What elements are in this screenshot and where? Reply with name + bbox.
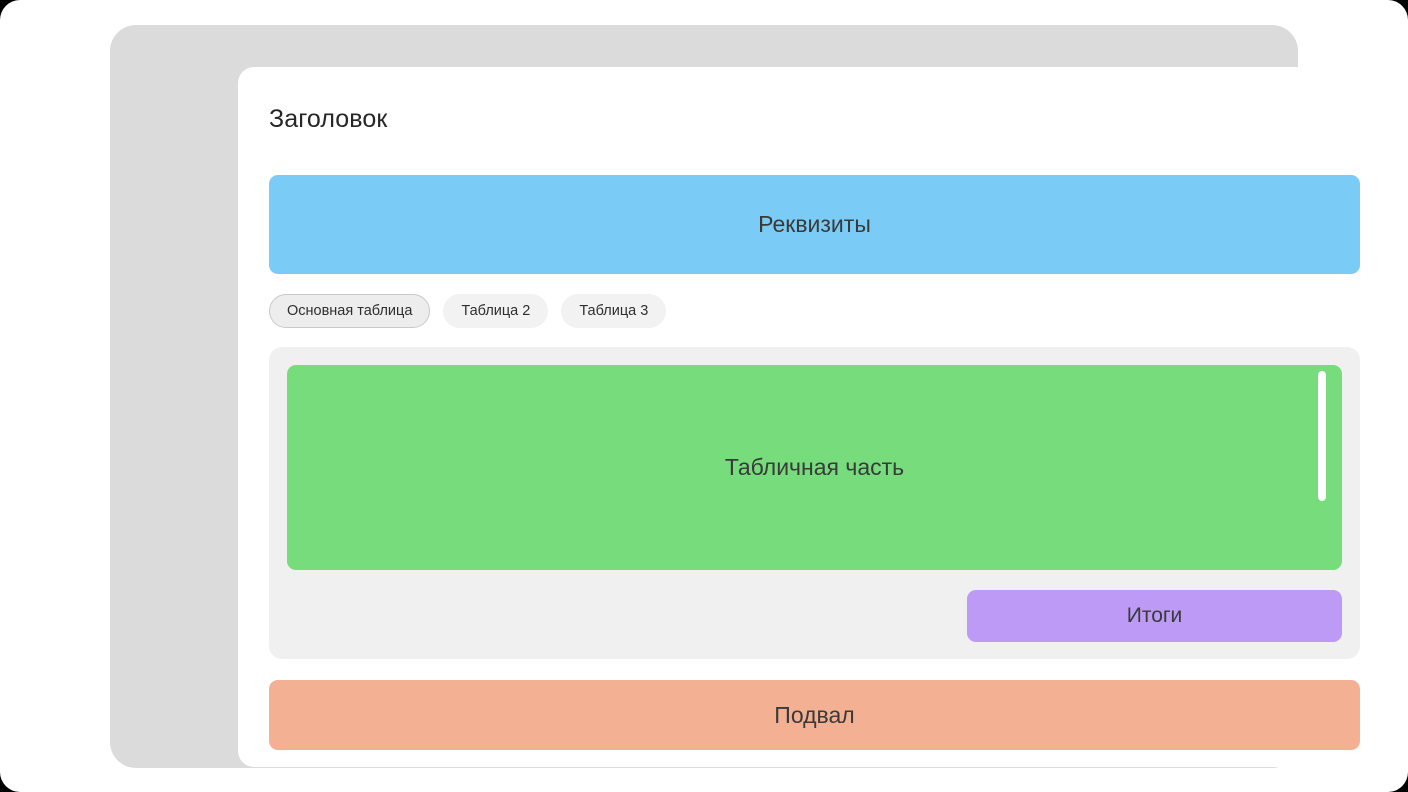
tab-strip: Основная таблица Таблица 2 Таблица 3 (269, 294, 667, 328)
tab-main-table-label: Основная таблица (287, 303, 413, 319)
table-section: Табличная часть Итоги (269, 347, 1360, 659)
totals-button-label: Итоги (1126, 604, 1183, 627)
footer-section[interactable]: Подвал (269, 680, 1360, 750)
tab-table-2-label: Таблица 2 (461, 303, 531, 319)
tab-table-2[interactable]: Таблица 2 (443, 294, 549, 328)
tab-table-3[interactable]: Таблица 3 (561, 294, 667, 328)
vertical-scrollbar-thumb[interactable] (1318, 371, 1326, 501)
requisites-label: Реквизиты (758, 211, 871, 237)
totals-button[interactable]: Итоги (967, 590, 1342, 642)
footer-label: Подвал (774, 701, 855, 728)
vertical-scrollbar[interactable] (1318, 365, 1326, 570)
tab-main-table[interactable]: Основная таблица (269, 294, 431, 328)
window-frame: Заголовок Реквизиты Основная таблица Таб… (110, 25, 1390, 768)
requisites-section[interactable]: Реквизиты (269, 175, 1360, 274)
tabular-part-label: Табличная часть (724, 454, 905, 480)
tab-table-3-label: Таблица 3 (579, 303, 649, 319)
form-card: Заголовок Реквизиты Основная таблица Таб… (238, 67, 1390, 767)
tabular-part-area[interactable]: Табличная часть (287, 365, 1342, 570)
page-title: Заголовок (269, 105, 388, 133)
